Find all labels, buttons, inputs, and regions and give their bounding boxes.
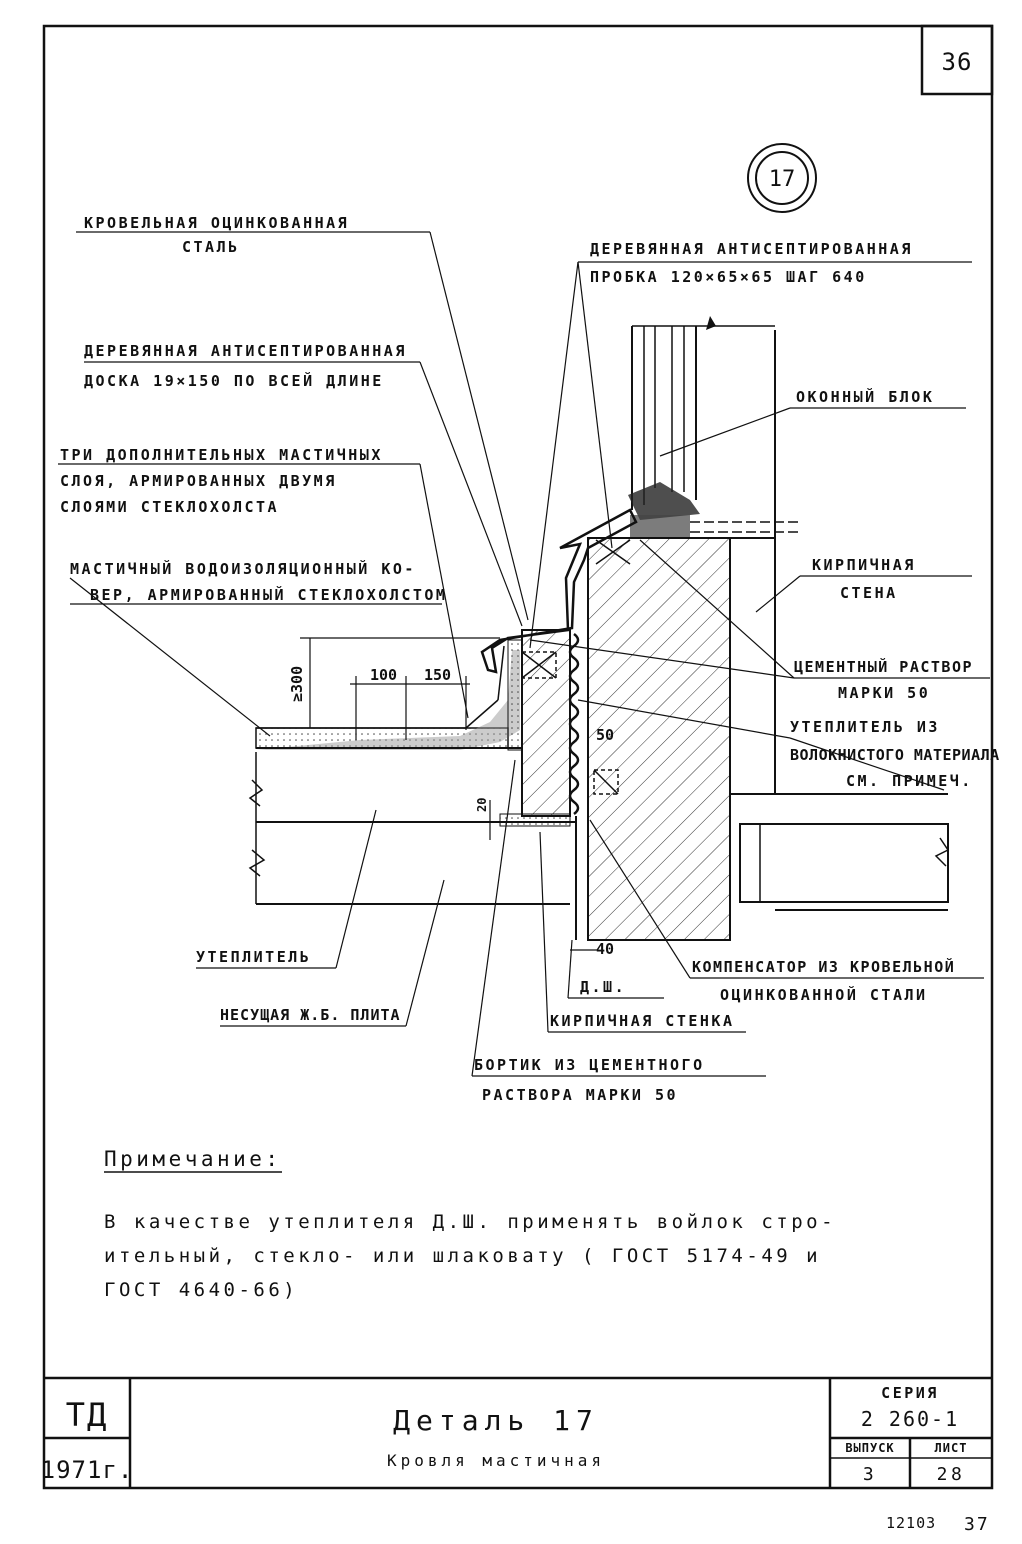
org-mark: ТД: [66, 1396, 109, 1434]
label-cement-mortar-1: ЦЕМЕНТНЫЙ РАСТВОР: [794, 657, 973, 676]
label-mastic-carpet-2: ВЕР, АРМИРОВАННЫЙ СТЕКЛОХОЛСТОМ: [90, 585, 447, 604]
window-block-section: [628, 316, 800, 537]
sheet-value: 28: [937, 1464, 966, 1485]
leader-lines: [58, 231, 990, 1077]
section-drawing: ≥300 100 150 50 20 40: [248, 316, 950, 958]
page-number-box: 36: [920, 24, 994, 96]
issue-label: ВЫПУСК: [845, 1441, 894, 1455]
label-wood-board-2: ДОСКА 19×150 ПО ВСЕЙ ДЛИНЕ: [84, 371, 384, 390]
label-brick-partition: КИРПИЧНАЯ СТЕНКА: [550, 1012, 735, 1030]
label-wood-board-1: ДЕРЕВЯННАЯ АНТИСЕПТИРОВАННАЯ: [84, 342, 407, 360]
page-number: 36: [942, 48, 973, 76]
label-compensator-1: КОМПЕНСАТОР ИЗ КРОВЕЛЬНОЙ: [692, 957, 955, 976]
label-window-block: ОКОННЫЙ БЛОК: [796, 387, 934, 406]
issue-value: 3: [863, 1464, 877, 1485]
label-wood-plug-2: ПРОБКА 120×65×65 ШАГ 640: [590, 268, 867, 286]
dim-50: 50: [596, 726, 614, 744]
footer-code: 12103: [886, 1514, 936, 1532]
label-dsh: Д.Ш.: [580, 978, 626, 996]
dim-150: 150: [424, 666, 451, 684]
label-mortar-curb-1: БОРТИК ИЗ ЦЕМЕНТНОГО: [474, 1056, 705, 1074]
plug-marks: [521, 539, 631, 795]
label-cement-mortar-2: МАРКИ 50: [838, 684, 930, 702]
dim-300: ≥300: [288, 666, 306, 702]
sheet-frame: [42, 24, 994, 1490]
note-line-3: ГОСТ 4640-66): [104, 1279, 298, 1301]
note-line-2: ительный, стекло- или шлаковату ( ГОСТ 5…: [104, 1245, 821, 1267]
label-roof-steel-2: СТАЛЬ: [182, 238, 240, 256]
title-block: ТД 1971г. Деталь 17 Кровля мастичная СЕР…: [41, 1378, 992, 1488]
roof-layers: [248, 639, 950, 905]
label-roof-steel-1: КРОВЕЛЬНАЯ ОЦИНКОВАННАЯ: [84, 214, 349, 232]
compensator-strip: [568, 633, 580, 815]
dim-20: 20: [475, 798, 489, 812]
year-mark: 1971г.: [41, 1456, 134, 1484]
detail-marker: 17: [747, 143, 817, 213]
dim-40: 40: [596, 940, 614, 958]
series-value: 2 260-1: [861, 1407, 959, 1431]
label-brick-wall-1: КИРПИЧНАЯ: [812, 556, 916, 574]
note-heading: Примечание:: [104, 1147, 282, 1171]
footer-page: 37: [964, 1514, 990, 1535]
label-compensator-2: ОЦИНКОВАННОЙ СТАЛИ: [720, 985, 928, 1004]
drawing-subtitle: Кровля мастичная: [387, 1451, 605, 1470]
label-mastic-carpet-1: МАСТИЧНЫЙ ВОДОИЗОЛЯЦИОННЫЙ КО-: [70, 559, 416, 578]
steel-flashing: [480, 508, 638, 674]
label-mastic-layers-2: СЛОЯ, АРМИРОВАННЫХ ДВУМЯ: [60, 472, 337, 490]
label-insulation: УТЕПЛИТЕЛЬ: [196, 948, 311, 966]
label-mortar-curb-2: РАСТВОРА МАРКИ 50: [482, 1086, 678, 1104]
drawing-title: Деталь 17: [393, 1404, 599, 1437]
label-fiber-insul-3: СМ. ПРИМЕЧ.: [846, 772, 973, 790]
sheet-label: ЛИСТ: [935, 1441, 968, 1455]
dim-100: 100: [370, 666, 397, 684]
label-fiber-insul-2: ВОЛОКНИСТОГО МАТЕРИАЛА: [790, 746, 1000, 764]
note-block: Примечание: В качестве утеплителя Д.Ш. п…: [104, 1147, 836, 1301]
series-label: СЕРИЯ: [881, 1384, 939, 1402]
label-mastic-layers-1: ТРИ ДОПОЛНИТЕЛЬНЫХ МАСТИЧНЫХ: [60, 446, 383, 464]
callout-labels: КРОВЕЛЬНАЯ ОЦИНКОВАННАЯ СТАЛЬ ДЕРЕВЯННАЯ…: [60, 214, 1000, 1104]
dimension-lines: [300, 637, 598, 951]
brick-wall-section: [587, 537, 731, 941]
label-mastic-layers-3: СЛОЯМИ СТЕКЛОХОЛСТА: [60, 498, 279, 516]
label-wood-plug-1: ДЕРЕВЯННАЯ АНТИСЕПТИРОВАННАЯ: [590, 240, 913, 258]
note-line-1: В качестве утеплителя Д.Ш. применять вой…: [104, 1211, 836, 1233]
label-fiber-insul-1: УТЕПЛИТЕЛЬ ИЗ: [790, 718, 940, 736]
detail-marker-number: 17: [769, 167, 796, 192]
label-rc-slab: НЕСУЩАЯ Ж.Б. ПЛИТА: [220, 1006, 401, 1024]
label-brick-wall-2: СТЕНА: [840, 584, 898, 602]
